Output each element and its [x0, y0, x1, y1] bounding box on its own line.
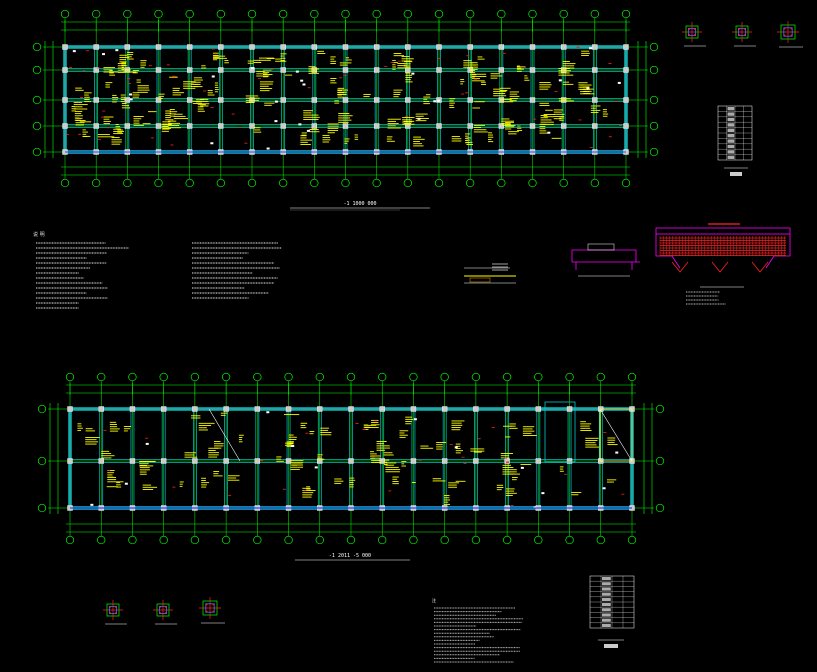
general-notes-bottom: 注: [432, 597, 523, 663]
notes-heading: 说 明: [33, 231, 45, 238]
column-details-top-right: [682, 21, 803, 48]
general-notes-left: 说 明: [33, 231, 282, 309]
top-structural-plan: [32, 9, 659, 188]
column-details-bottom-left: [103, 597, 225, 625]
top-plan-caption: -1 1000 000: [343, 201, 376, 207]
bottom-plan-caption: -1 2011 -5 000: [329, 553, 371, 559]
schedule-table-top: [717, 105, 753, 176]
beam-reinforcement-detail: [571, 223, 791, 305]
slab-section-detail: [464, 263, 516, 284]
notes-bottom-heading: 注: [432, 597, 436, 603]
schedule-table-bottom: [589, 575, 635, 648]
bottom-structural-plan: [37, 372, 665, 545]
